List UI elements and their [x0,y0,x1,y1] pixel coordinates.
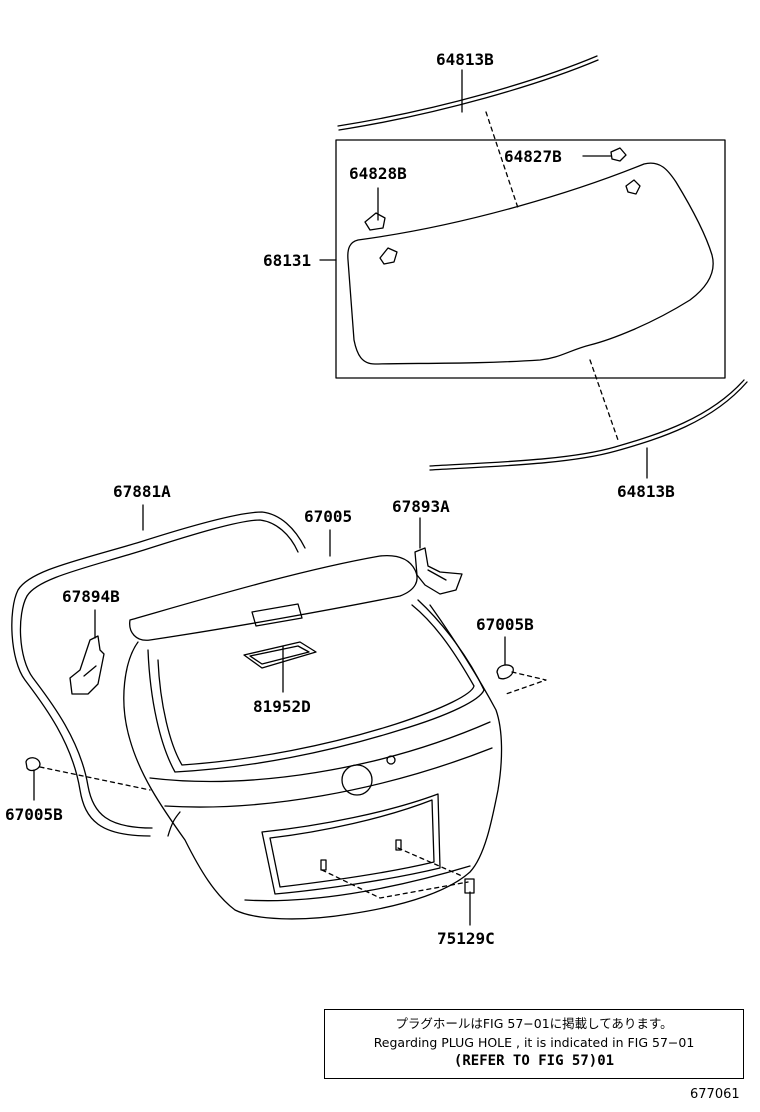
clip-64827b-part[interactable] [610,147,627,162]
hinge-67894b-part[interactable] [69,635,105,695]
label-81952d[interactable]: 81952D [253,697,311,716]
weatherstrip-seal[interactable] [11,511,306,837]
back-door-panel[interactable] [123,554,503,920]
label-75129c[interactable]: 75129C [437,929,495,948]
clip-64828b-part[interactable] [364,212,386,231]
hinge-67893a-part[interactable] [414,547,463,595]
note-line-japanese: プラグホールはFIG 57−01に掲載してあります。 [395,1016,673,1031]
lower-molding-strip[interactable] [429,379,748,471]
back-glass-outline[interactable] [347,162,714,365]
glass-group-box [335,139,726,379]
label-67005b-left[interactable]: 67005B [5,805,63,824]
label-64827b[interactable]: 64827B [504,147,562,166]
glass-notch-right [625,179,641,195]
note-line-english: Regarding PLUG HOLE , it is indicated in… [373,1035,695,1050]
plug-75129c-part[interactable] [464,878,475,894]
dashed-guides [39,111,619,899]
label-67893a[interactable]: 67893A [392,497,450,516]
cushion-67005b-left[interactable] [25,757,41,772]
label-68131[interactable]: 68131 [263,251,311,270]
label-67881a[interactable]: 67881A [113,482,171,501]
label-67005[interactable]: 67005 [304,507,352,526]
plug-hole-left [320,859,327,871]
glass-notch-left [379,247,398,265]
label-67894b[interactable]: 67894B [62,587,120,606]
cushion-67005b-right[interactable] [496,664,514,680]
plug-hole-note: プラグホールはFIG 57−01に掲載してあります。 Regarding PLU… [324,1009,744,1079]
label-64813b-lower[interactable]: 64813B [617,482,675,501]
label-67005b-right[interactable]: 67005B [476,615,534,634]
figure-code: 677061 [690,1087,740,1102]
leader-lines [33,69,648,926]
label-64828b[interactable]: 64828B [349,164,407,183]
note-line-reference[interactable]: (REFER TO FIG 57)01 [453,1053,615,1069]
label-64813b-upper[interactable]: 64813B [436,50,494,69]
upper-molding-strip[interactable] [337,55,599,131]
plug-hole-right [395,839,402,851]
